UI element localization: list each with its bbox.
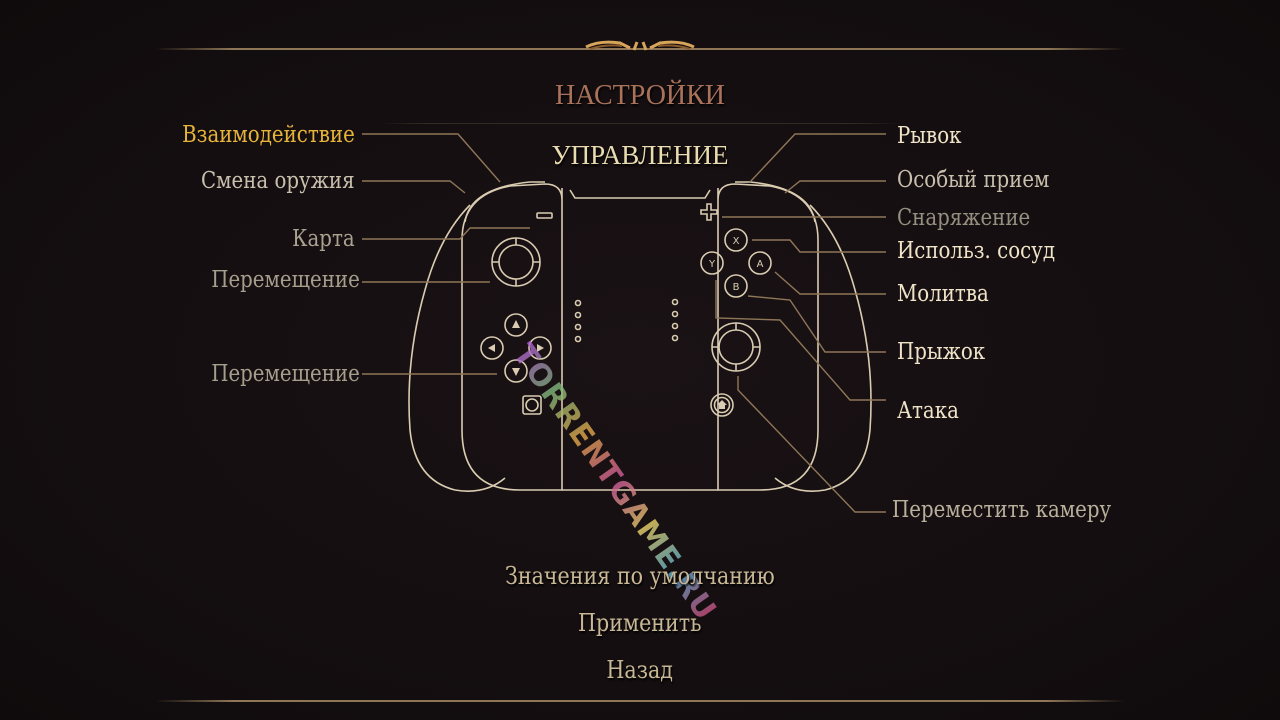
binding-equipment[interactable]: Снаряжение [897, 205, 1031, 231]
binding-prayer[interactable]: Молитва [897, 281, 989, 307]
grip-outline [408, 204, 506, 492]
page-title: НАСТРОЙКИ [554, 80, 726, 111]
defaults-label: Значения по умолчанию [505, 562, 775, 590]
svg-text:B: B [733, 282, 740, 293]
title-underline [380, 123, 900, 124]
center-grip [562, 189, 718, 491]
apply-button[interactable]: Применить [0, 609, 1280, 637]
defaults-button[interactable]: Значения по умолчанию [0, 562, 1280, 590]
apply-label: Применить [578, 609, 702, 637]
binding-map[interactable]: Карта [292, 226, 355, 252]
ornament-icon [585, 40, 695, 51]
binding-dash[interactable]: Рывок [897, 123, 962, 149]
section-subtitle: УПРАВЛЕНИЕ [551, 140, 729, 170]
binding-special-move[interactable]: Особый прием [897, 167, 1050, 193]
binding-interact[interactable]: Взаимодействие [182, 122, 355, 148]
binding-jump[interactable]: Прыжок [897, 339, 986, 365]
binding-use-flask[interactable]: Использ. сосуд [897, 238, 1056, 264]
binding-move-dpad[interactable]: Перемещение [211, 361, 360, 387]
binding-attack[interactable]: Атака [897, 398, 959, 424]
top-divider [155, 48, 1125, 50]
svg-text:A: A [757, 259, 764, 270]
back-button[interactable]: Назад [0, 656, 1280, 684]
svg-text:X: X [733, 236, 740, 247]
binding-move-stick[interactable]: Перемещение [211, 267, 360, 293]
svg-text:Y: Y [708, 259, 716, 270]
left-joycon-outline [461, 183, 563, 491]
back-label: Назад [606, 656, 674, 684]
binding-move-camera[interactable]: Переместить камеру [892, 497, 1112, 523]
bottom-divider [155, 700, 1125, 702]
binding-switch-weapon[interactable]: Смена оружия [201, 168, 355, 194]
